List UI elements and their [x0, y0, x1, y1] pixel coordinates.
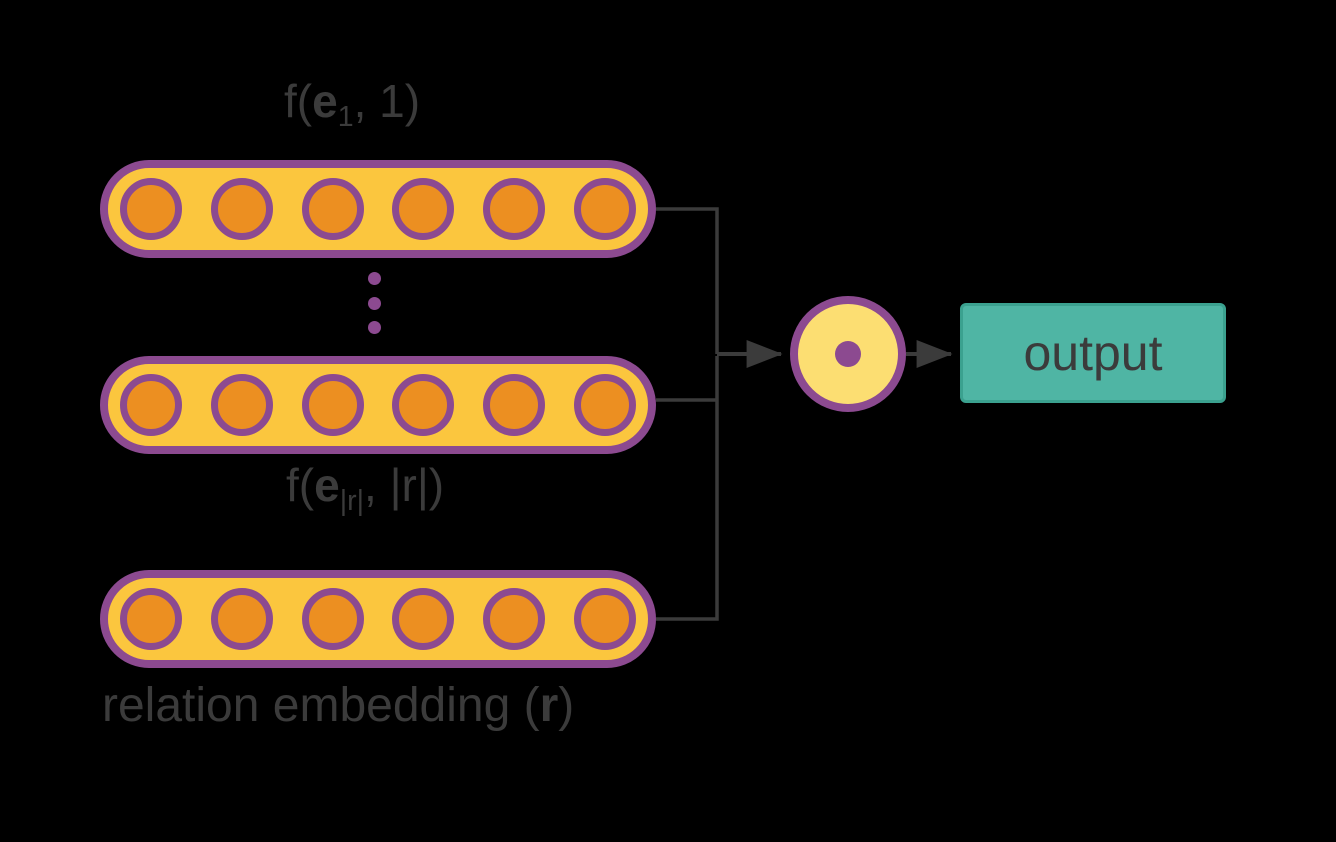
vector-cell	[120, 178, 182, 240]
label-mid-vector: e	[314, 459, 340, 511]
label-bottom-suffix: )	[558, 679, 575, 732]
vector-cell	[210, 374, 273, 436]
vector-cell	[392, 374, 455, 436]
vector-cell	[573, 374, 636, 436]
dot-product-node	[790, 296, 906, 412]
label-mid-subscript: |r|	[339, 484, 365, 517]
vector-cell	[120, 374, 182, 436]
label-bottom-text: relation embedding (	[102, 679, 540, 732]
label-entity-vector-last: f(e|r|, |r|)	[286, 459, 445, 515]
wire-entity-first	[656, 207, 719, 354]
vector-cell	[483, 178, 546, 240]
label-entity-vector-first: f(e1, 1)	[284, 75, 421, 131]
label-relation-embedding: relation embedding (r)	[102, 682, 574, 730]
vector-cell	[483, 588, 546, 650]
ellipsis-dot	[367, 272, 381, 285]
vector-cell	[301, 588, 364, 650]
wire-relation	[656, 356, 719, 621]
relation-vector	[100, 570, 656, 668]
output-label: output	[1023, 325, 1163, 381]
label-top-subscript: 1	[337, 100, 354, 133]
vector-cell	[573, 588, 636, 650]
vector-cell	[210, 178, 273, 240]
ellipsis-dot	[367, 321, 381, 334]
dot-product-icon	[835, 341, 861, 367]
label-mid-prefix: f(	[286, 459, 315, 511]
vector-cell	[301, 374, 364, 436]
vector-cell	[483, 374, 546, 436]
vector-cell	[392, 588, 455, 650]
label-top-vector: e	[312, 75, 338, 127]
label-top-suffix: , 1)	[353, 75, 421, 127]
vector-cell	[120, 588, 182, 650]
vector-cell	[210, 588, 273, 650]
label-bottom-vector: r	[539, 679, 559, 732]
entity-vector-first	[100, 160, 656, 258]
vertical-ellipsis-icon	[362, 272, 386, 334]
label-mid-suffix: , |r|)	[364, 459, 445, 511]
label-top-prefix: f(	[284, 75, 313, 127]
vector-cell	[301, 178, 364, 240]
vector-cell	[392, 178, 455, 240]
entity-vector-last	[100, 356, 656, 454]
output-box: output	[960, 303, 1226, 403]
ellipsis-dot	[367, 296, 381, 310]
vector-cell	[573, 178, 636, 240]
